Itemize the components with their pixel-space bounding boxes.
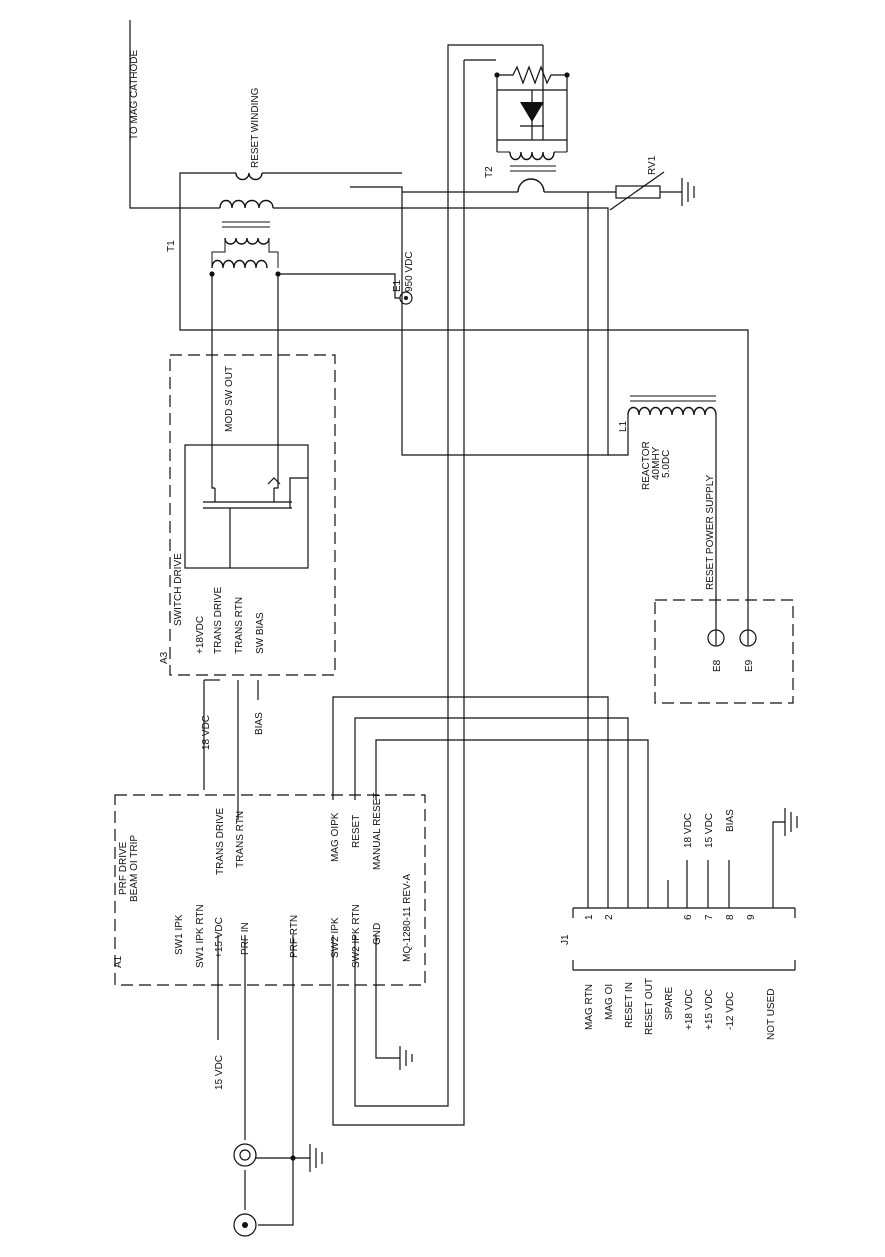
a1-label: A1: [113, 955, 124, 968]
j1-bias-label: BIAS: [725, 809, 736, 832]
mod-sw-out-label: MOD SW OUT: [224, 366, 235, 432]
l1-reactor: [627, 395, 717, 416]
a1-pin-gnd: GND: [372, 923, 383, 945]
a1-pin-sw2-ipk: SW2 IPK: [330, 917, 341, 958]
a1-pin-prf-in: PRF IN: [240, 922, 251, 955]
j1-pin-8: 8: [725, 914, 736, 920]
j1-signal-reset-out: RESET OUT: [644, 978, 655, 1035]
j1-signal-minus-12vdc: -12 VDC: [725, 992, 736, 1030]
reactor-inductance-label: 40MHY: [651, 446, 662, 480]
a1-part-number: MQ-1280-11 REV-A: [402, 873, 413, 962]
a3-pin-trans-drive: TRANS DRIVE: [213, 586, 224, 654]
l1-label: L1: [618, 420, 629, 432]
a1-pin-trans-rtn: TRANS RTN: [235, 811, 246, 868]
ground-j1: [784, 808, 798, 836]
a3-pin-trans-rtn: TRANS RTN: [234, 597, 245, 654]
a1-title-line1: PRF DRIVE: [118, 841, 129, 895]
t2-label: T2: [484, 166, 495, 178]
reactor-label: REACTOR: [641, 441, 652, 490]
reset-power-supply-label: RESET POWER SUPPLY: [705, 474, 716, 590]
j1-signal-reset-in: RESET IN: [624, 982, 635, 1028]
vdc-950-label: 950 VDC: [404, 251, 415, 292]
j1-signal-18vdc: +18 VDC: [684, 989, 695, 1030]
a1-pin-reset: RESET: [351, 815, 362, 848]
a1-pin-mag-oipk: MAG OIPK: [330, 812, 341, 862]
t1-label: T1: [166, 240, 177, 252]
reactor-current-label: 5.0DC: [661, 450, 672, 478]
j1-connector: [572, 907, 796, 971]
coax-connector-prf: [233, 1143, 257, 1237]
reset-winding-label: RESET WINDING: [250, 87, 261, 168]
wires: [129, 20, 785, 1226]
a1-pin-15vdc: +15 VDC: [214, 917, 225, 958]
j1-pin-9: 9: [746, 914, 757, 920]
a1-pin-manual-reset: MANUAL RESET: [372, 793, 383, 870]
j1-18vdc-label: 18 VDC: [683, 813, 694, 848]
rv1-label: RV1: [647, 155, 658, 175]
e8-label: E8: [712, 659, 723, 672]
a1-15vdc-label: 15 VDC: [214, 1055, 225, 1090]
j1-label: J1: [560, 934, 571, 945]
t2-transformer: [497, 65, 567, 193]
j1-signal-mag-rtn: MAG RTN: [584, 984, 595, 1030]
e1-terminal: [399, 291, 413, 305]
j1-signal-spare: SPARE: [664, 987, 675, 1020]
a3-18vdc-label: 18 VDC: [201, 715, 212, 750]
j1-pin-6: 6: [683, 914, 694, 920]
reset-power-supply-box: [654, 599, 794, 704]
a3-pin-sw-bias: SW BIAS: [255, 612, 266, 654]
e1-label: E1: [392, 279, 403, 292]
e9-label: E9: [744, 659, 755, 672]
labels: TO MAG CATHODE RESET WINDING T1 T2 RV1 E…: [113, 49, 777, 1090]
a1-pin-sw1-ipk-rtn: SW1 IPK RTN: [195, 904, 206, 968]
a1-title-line2: BEAM OI TRIP: [129, 835, 140, 902]
t1-transformer: [211, 172, 279, 269]
junction-dots: [209, 72, 570, 1161]
j1-signal-mag-oi: MAG OI: [604, 984, 615, 1020]
ground-a1: [399, 1046, 413, 1070]
a1-module: [114, 794, 426, 986]
j1-pin-1: 1: [584, 914, 595, 920]
rv1-varistor: [609, 171, 665, 211]
j1-pin-7: 7: [704, 914, 715, 920]
j1-pin-2: 2: [604, 914, 615, 920]
a1-pin-prf-rtn: PRF RTN: [289, 915, 300, 958]
ground-symbol: [681, 178, 695, 206]
a1-pin-trans-drive: TRANS DRIVE: [215, 807, 226, 875]
j1-signal-not-used: NOT USED: [766, 989, 777, 1041]
a3-module: [169, 354, 336, 676]
a3-pin-switch-drive: SWITCH DRIVE: [173, 553, 184, 626]
ground-prf: [309, 1144, 323, 1172]
a1-pin-sw2-ipk-rtn: SW2 IPK RTN: [351, 904, 362, 968]
to-mag-cathode-label: TO MAG CATHODE: [129, 49, 140, 140]
j1-15vdc-label: 15 VDC: [704, 813, 715, 848]
a3-pin-18vdc: +18VDC: [195, 616, 206, 654]
j1-signal-15vdc: +15 VDC: [704, 989, 715, 1030]
a1-pin-sw1-ipk: SW1 IPK: [174, 914, 185, 955]
a3-bias-label: BIAS: [254, 712, 265, 735]
a3-label: A3: [159, 651, 170, 664]
